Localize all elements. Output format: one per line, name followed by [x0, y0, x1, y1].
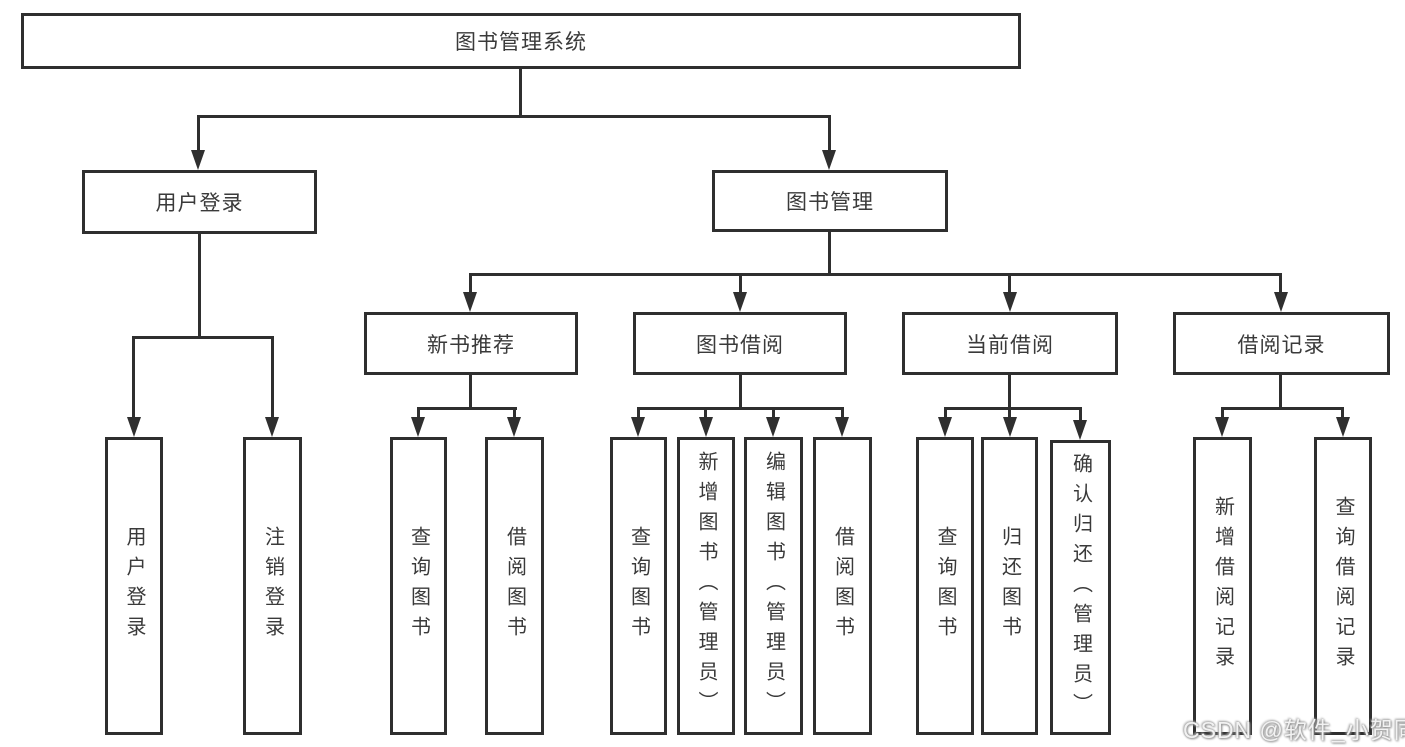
leaf-add-borrow-record: 新增借阅记录	[1193, 437, 1252, 735]
node-label: 图书借阅	[696, 333, 784, 357]
connector-line	[197, 115, 200, 153]
node-root: 图书管理系统	[21, 13, 1021, 69]
watermark: CSDN @软件_小贺同学	[1183, 717, 1405, 743]
connector-line	[739, 375, 742, 410]
leaf-label: 新增借阅记录	[1211, 496, 1234, 676]
connector-line	[519, 69, 522, 118]
node-borrow-records: 借阅记录	[1173, 312, 1390, 375]
leaf-query-books-recommend: 查询图书	[390, 437, 447, 735]
leaf-label: 编辑图书（管理员）	[762, 451, 785, 721]
leaf-query-borrow-record: 查询借阅记录	[1314, 437, 1372, 735]
arrow-down	[1003, 292, 1017, 312]
leaf-label: 用户登录	[123, 526, 145, 646]
leaf-return-books: 归还图书	[981, 437, 1038, 735]
arrow-down	[1215, 417, 1229, 437]
connector-line	[772, 407, 775, 420]
leaf-query-books-borrow: 查询图书	[610, 437, 667, 735]
connector-line	[1221, 407, 1344, 410]
leaf-label: 查询图书	[407, 526, 430, 646]
leaf-add-books-admin: 新增图书（管理员）	[677, 437, 735, 735]
arrow-down	[1003, 417, 1017, 437]
leaf-confirm-return-admin: 确认归还（管理员）	[1050, 440, 1111, 735]
connector-line	[1279, 273, 1282, 295]
arrow-down	[127, 417, 141, 437]
leaf-label: 归还图书	[998, 526, 1021, 646]
connector-line	[132, 336, 135, 420]
connector-line	[944, 407, 947, 420]
leaf-label: 注销登录	[261, 526, 284, 646]
node-current-borrow: 当前借阅	[902, 312, 1118, 375]
leaf-label: 借阅图书	[831, 526, 854, 646]
connector-line	[417, 407, 517, 410]
arrow-down	[822, 150, 836, 170]
connector-line	[841, 407, 844, 420]
arrow-down	[411, 417, 425, 437]
arrow-down	[507, 417, 521, 437]
leaf-edit-books-admin: 编辑图书（管理员）	[744, 437, 803, 735]
connector-line	[1079, 407, 1082, 423]
node-book-management: 图书管理	[712, 170, 948, 232]
connector-line	[944, 407, 1082, 410]
arrow-down	[699, 417, 713, 437]
arrow-down	[835, 417, 849, 437]
connector-line	[197, 115, 831, 118]
arrow-down	[1073, 420, 1087, 440]
node-label: 新书推荐	[427, 333, 515, 357]
connector-line	[469, 375, 472, 410]
leaf-label: 新增图书（管理员）	[695, 451, 717, 721]
leaf-label: 查询借阅记录	[1332, 496, 1354, 676]
node-new-book-recommend: 新书推荐	[364, 312, 578, 375]
arrow-down	[733, 292, 747, 312]
connector-line	[469, 273, 1282, 276]
node-label: 当前借阅	[966, 333, 1054, 357]
connector-line	[1008, 407, 1011, 420]
node-root-label: 图书管理系统	[455, 31, 587, 54]
connector-line	[739, 273, 742, 295]
arrow-down	[631, 417, 645, 437]
leaf-label: 借阅图书	[503, 526, 526, 646]
arrow-down	[191, 150, 205, 170]
leaf-label: 确认归还（管理员）	[1069, 452, 1092, 723]
node-user-login: 用户登录	[82, 170, 317, 234]
connector-line	[704, 407, 707, 420]
connector-line	[1279, 375, 1282, 410]
connector-line	[513, 407, 516, 420]
arrow-down	[1274, 292, 1288, 312]
node-label: 用户登录	[155, 192, 244, 215]
arrow-down	[463, 292, 477, 312]
arrow-down	[766, 417, 780, 437]
connector-line	[469, 273, 472, 295]
leaf-label: 查询图书	[627, 526, 650, 646]
connector-line	[417, 407, 420, 420]
connector-line	[198, 234, 201, 338]
leaf-borrow-books-recommend: 借阅图书	[485, 437, 544, 735]
node-book-borrow: 图书借阅	[633, 312, 847, 375]
connector-line	[1221, 407, 1224, 420]
leaf-label: 查询图书	[934, 526, 956, 646]
arrow-down	[938, 417, 952, 437]
connector-line	[1008, 375, 1011, 410]
connector-line	[637, 407, 844, 410]
node-label: 图书管理	[786, 191, 874, 214]
connector-line	[1341, 407, 1344, 420]
leaf-query-books-current: 查询图书	[916, 437, 974, 735]
leaf-logout-login: 注销登录	[243, 437, 302, 735]
leaf-user-login: 用户登录	[105, 437, 163, 735]
connector-line	[1008, 273, 1011, 295]
arrow-down	[1336, 417, 1350, 437]
connector-line	[271, 336, 274, 420]
arrow-down	[265, 417, 279, 437]
leaf-borrow-books: 借阅图书	[813, 437, 872, 735]
connector-line	[637, 407, 640, 420]
connector-line	[132, 336, 273, 339]
node-label: 借阅记录	[1237, 333, 1326, 357]
connector-line	[828, 232, 831, 276]
connector-line	[828, 115, 831, 153]
